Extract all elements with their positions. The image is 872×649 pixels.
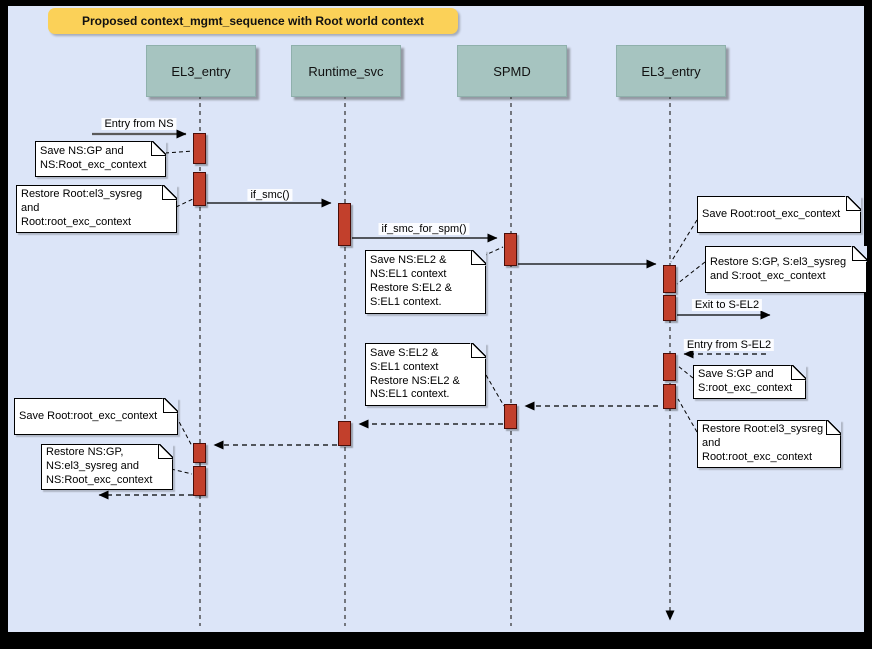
note-connector xyxy=(485,374,505,407)
lifeline-head-runtime-svc: Runtime_svc xyxy=(291,45,401,97)
note-connector xyxy=(676,261,706,285)
note-save-root-right: Save Root:root_exc_context xyxy=(697,196,861,233)
activation-bar xyxy=(663,265,676,293)
lifeline-head-spmd: SPMD xyxy=(457,45,567,97)
message-label-entry-from-ns: Entry from NS xyxy=(101,118,177,130)
diagram-background xyxy=(8,6,864,632)
diagram-title: Proposed context_mgmt_sequence with Root… xyxy=(48,8,458,34)
lifeline-label: SPMD xyxy=(493,63,531,79)
note-text: Save S:EL2 & S:EL1 context Restore NS:EL… xyxy=(370,346,460,401)
note-connector xyxy=(677,398,698,433)
note-connector xyxy=(170,468,193,475)
note-restore-root-left-top: Restore Root:el3_sysreg and Root:root_ex… xyxy=(16,185,177,233)
note-text: Restore NS:GP, NS:el3_sysreg and NS:Root… xyxy=(46,446,153,486)
lifeline-label: Runtime_svc xyxy=(308,63,384,79)
message-label-exit-to-sel2: Exit to S-EL2 xyxy=(691,299,763,311)
note-save-root-left: Save Root:root_exc_context xyxy=(14,398,178,435)
note-connector xyxy=(175,198,194,208)
lifeline-label: EL3_entry xyxy=(171,63,231,79)
note-restore-s-gp: Restore S:GP, S:el3_sysreg and S:root_ex… xyxy=(705,246,867,293)
activation-bar xyxy=(338,421,351,446)
activation-bar xyxy=(193,172,206,206)
note-connector xyxy=(677,365,694,379)
activation-bar xyxy=(193,443,206,463)
note-text: Save Root:root_exc_context xyxy=(19,409,158,422)
note-text: Restore S:GP, S:el3_sysreg and S:root_ex… xyxy=(710,255,847,282)
note-text: Save NS:EL2 & NS:EL1 context Restore S:E… xyxy=(370,254,452,308)
lifeline-label: EL3_entry xyxy=(641,63,701,79)
lifeline-head-el3-entry-right: EL3_entry xyxy=(616,45,726,97)
note-restore-ns-gp: Restore NS:GP, NS:el3_sysreg and NS:Root… xyxy=(41,444,173,490)
note-text: Save NS:GP and NS:Root_exc_context xyxy=(40,145,147,171)
activation-bar xyxy=(663,295,676,321)
activation-bar xyxy=(663,353,676,381)
note-connector xyxy=(175,415,193,447)
note-text: Save Root:root_exc_context xyxy=(702,207,841,220)
note-text: Restore Root:el3_sysreg and Root:root_ex… xyxy=(702,423,824,463)
activation-bar xyxy=(504,404,517,429)
note-restore-root-right: Restore Root:el3_sysreg and Root:root_ex… xyxy=(697,420,841,468)
note-save-s-el2: Save S:EL2 & S:EL1 context Restore NS:EL… xyxy=(365,343,486,406)
activation-bar xyxy=(193,133,206,164)
activation-bar xyxy=(663,384,676,409)
activation-bar xyxy=(504,233,517,266)
note-connector xyxy=(469,246,504,263)
note-text: Restore Root:el3_sysreg and Root:root_ex… xyxy=(21,188,143,228)
note-save-ns-gp: Save NS:GP and NS:Root_exc_context xyxy=(35,141,166,177)
note-connector xyxy=(670,219,698,263)
note-connector xyxy=(164,150,195,154)
activation-bar xyxy=(338,203,351,246)
note-save-s-gp: Save S:GP and S:root_exc_context xyxy=(693,365,806,399)
message-label-entry-from-sel2: Entry from S-EL2 xyxy=(683,339,775,351)
activation-bar xyxy=(193,466,206,496)
message-label-if-smc: if_smc() xyxy=(247,189,293,201)
note-text: Save S:GP and S:root_exc_context xyxy=(698,368,793,394)
lifeline-head-el3-entry-left: EL3_entry xyxy=(146,45,256,97)
message-label-if-smc-for-spm: if_smc_for_spm() xyxy=(378,223,470,235)
note-save-ns-el2: Save NS:EL2 & NS:EL1 context Restore S:E… xyxy=(365,250,486,314)
